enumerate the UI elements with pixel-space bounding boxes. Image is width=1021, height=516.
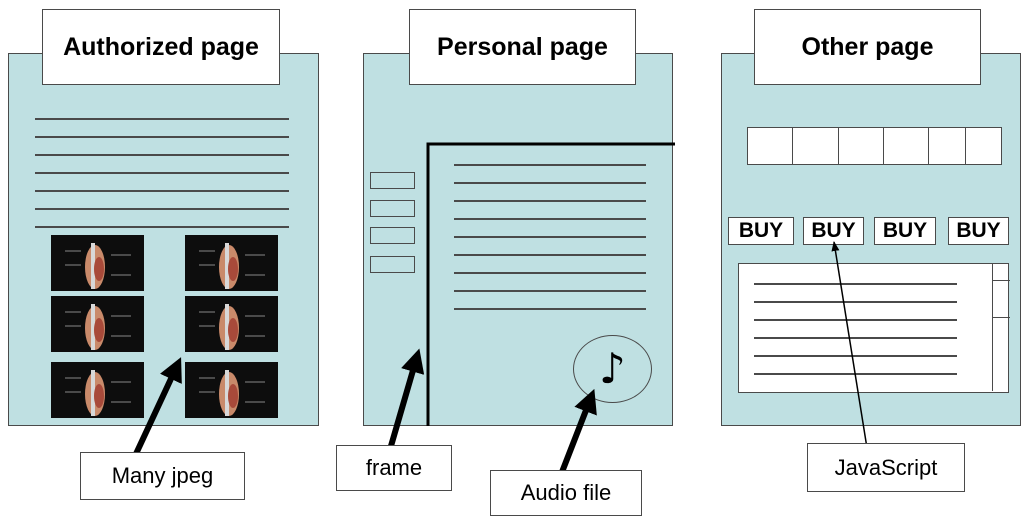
other-page-title: Other page	[754, 9, 981, 85]
buy-button[interactable]: BUY	[728, 217, 794, 245]
frame-border	[426, 142, 675, 426]
scrollbar[interactable]	[992, 264, 1010, 391]
menu-cell-divider	[838, 128, 839, 164]
anatomy-image-icon	[65, 243, 131, 289]
text-line	[35, 226, 289, 228]
menu-cell-divider	[792, 128, 793, 164]
text-line	[454, 164, 646, 166]
text-line	[454, 272, 646, 274]
menu-cell-divider	[965, 128, 966, 164]
text-line	[35, 136, 289, 138]
audio-arrow	[559, 388, 597, 474]
nav-box	[370, 227, 415, 244]
jpeg-thumbnail	[51, 296, 144, 352]
buy-button[interactable]: BUY	[874, 217, 936, 245]
text-line	[454, 200, 646, 202]
text-line	[454, 308, 646, 310]
menu-cell-divider	[928, 128, 929, 164]
anatomy-image-icon	[199, 304, 265, 350]
authorized-page-title: Authorized page	[42, 9, 280, 85]
frame-arrow	[388, 348, 425, 447]
anatomy-image-icon	[65, 370, 131, 416]
many-jpeg-arrow	[132, 357, 182, 458]
authorized-page	[8, 53, 319, 426]
anatomy-image-icon	[65, 304, 131, 350]
audio-file-callout: Audio file	[490, 470, 642, 516]
nav-box	[370, 256, 415, 273]
text-line	[754, 301, 957, 303]
javascript-arrow	[831, 241, 868, 449]
text-line	[35, 118, 289, 120]
jpeg-thumbnail	[185, 362, 278, 418]
text-line	[35, 154, 289, 156]
text-line	[35, 172, 289, 174]
nav-box	[370, 172, 415, 189]
text-line	[454, 218, 646, 220]
text-line	[754, 355, 957, 357]
text-line	[754, 337, 957, 339]
text-line	[35, 208, 289, 210]
audio-circle: ♪	[573, 335, 652, 403]
text-line	[754, 319, 957, 321]
anatomy-image-icon	[199, 370, 265, 416]
music-note-icon: ♪	[599, 344, 626, 393]
jpeg-thumbnail	[185, 296, 278, 352]
nav-box	[370, 200, 415, 217]
buy-button[interactable]: BUY	[948, 217, 1009, 245]
text-line	[454, 182, 646, 184]
scrollbar-thumb[interactable]	[993, 280, 1010, 318]
javascript-callout: JavaScript	[807, 443, 965, 492]
jpeg-thumbnail	[51, 235, 144, 291]
text-line	[454, 290, 646, 292]
menu-table	[747, 127, 1002, 165]
text-line	[454, 236, 646, 238]
other-page: BUY BUY BUY BUY	[721, 53, 1021, 426]
anatomy-image-icon	[199, 243, 265, 289]
text-line	[754, 283, 957, 285]
many-jpeg-callout: Many jpeg	[80, 452, 245, 500]
menu-cell-divider	[883, 128, 884, 164]
text-line	[35, 190, 289, 192]
text-line	[454, 254, 646, 256]
jpeg-thumbnail	[185, 235, 278, 291]
personal-page-title: Personal page	[409, 9, 636, 85]
content-panel	[738, 263, 1010, 393]
frame-callout: frame	[336, 445, 452, 491]
jpeg-thumbnail	[51, 362, 144, 418]
